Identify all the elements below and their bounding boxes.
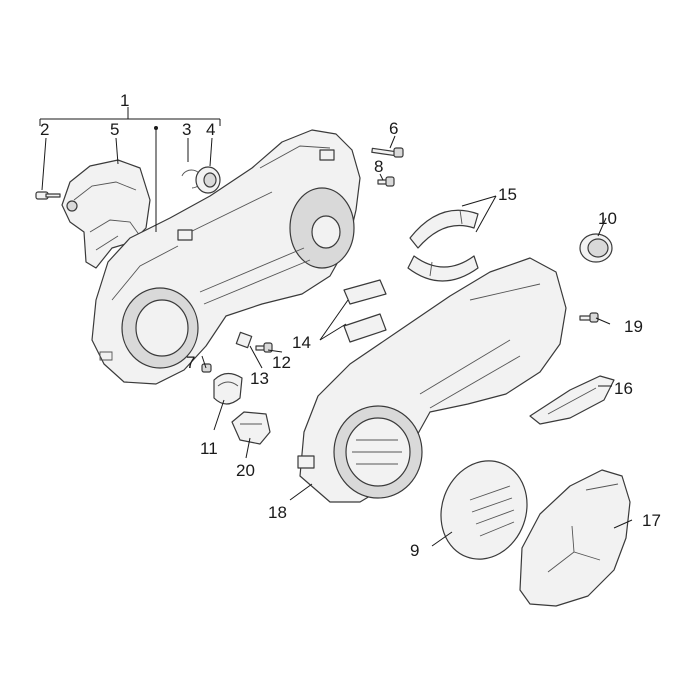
inner-transmission-cover: [91, 129, 361, 385]
part-7-screw: [201, 363, 212, 373]
part-13-clip: [235, 331, 253, 349]
callout-1: 1: [120, 91, 129, 110]
outer-transmission-cover: [297, 257, 567, 503]
part-12-screw: [255, 342, 273, 353]
part-14-blocks: [343, 279, 387, 343]
callout-2: 2: [40, 120, 49, 139]
callout-10: 10: [598, 209, 617, 228]
callout-18: 18: [268, 503, 287, 522]
part-20-clamp: [231, 411, 271, 445]
callout-5: 5: [110, 120, 119, 139]
callout-14: 14: [292, 333, 311, 352]
part-2-screw: [35, 191, 61, 200]
callout-15: 15: [498, 185, 517, 204]
part-11-clamp: [213, 372, 243, 405]
callout-17: 17: [642, 511, 661, 530]
callout-11: 11: [200, 439, 218, 458]
part-6-screw: [371, 147, 404, 158]
callout-12: 12: [272, 353, 291, 372]
callout-16: 16: [614, 379, 633, 398]
part-16-trim: [529, 375, 615, 425]
callout-13: 13: [250, 369, 269, 388]
callout-7: 7: [186, 353, 195, 372]
callout-labels: 1 2 5 3 4 6 8 15 10 14 19 13 12 7 16 11 …: [40, 91, 661, 560]
callout-19: 19: [624, 317, 643, 336]
part-19-screw: [579, 312, 599, 323]
part-9-grille: [440, 460, 528, 560]
callout-3: 3: [182, 120, 191, 139]
callout-8: 8: [374, 157, 383, 176]
part-17-outer-cover: [519, 469, 631, 607]
callout-20: 20: [236, 461, 255, 480]
part-15-foam-strips: [407, 209, 479, 282]
part-4-bearing: [195, 166, 221, 194]
part-10-cap: [579, 233, 613, 263]
leader-lines: [39, 107, 633, 547]
part-8-screw: [377, 176, 395, 187]
callout-9: 9: [410, 541, 419, 560]
callout-4: 4: [206, 120, 215, 139]
callout-6: 6: [389, 119, 398, 138]
